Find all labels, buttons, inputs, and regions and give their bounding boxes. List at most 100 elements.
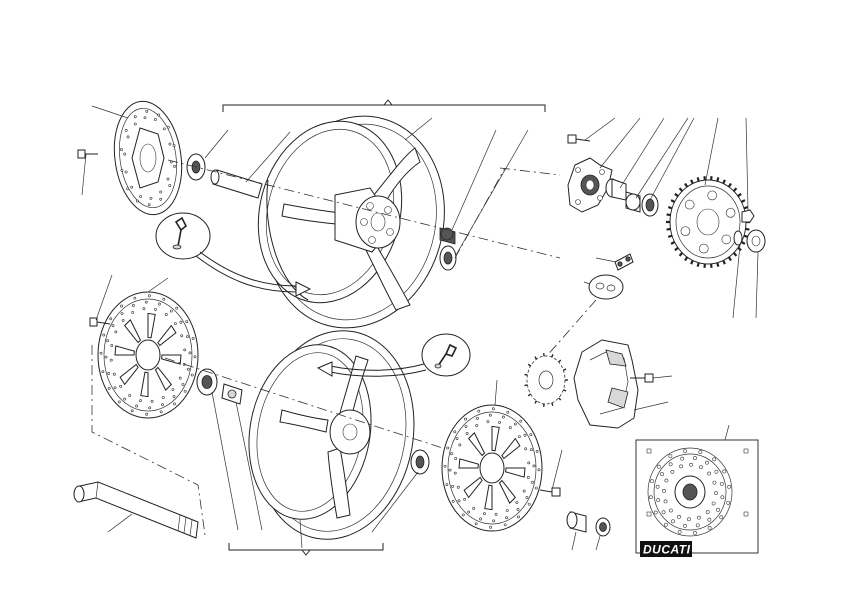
chain-link bbox=[614, 253, 634, 271]
disc-carrier-arm bbox=[157, 324, 177, 347]
sprocket-tooth bbox=[558, 397, 562, 401]
disc-carrier-arm bbox=[467, 432, 486, 457]
sprocket-tooth bbox=[696, 262, 700, 267]
drill-hole bbox=[527, 502, 531, 506]
disc-carrier-arm bbox=[501, 437, 521, 460]
drill-hole bbox=[145, 412, 149, 416]
leader-line bbox=[633, 401, 669, 411]
sprocket-inset-panel bbox=[635, 439, 759, 554]
drill-hole bbox=[532, 464, 536, 468]
drill-hole bbox=[677, 514, 681, 519]
drill-hole bbox=[147, 294, 151, 298]
drill-hole bbox=[505, 509, 509, 512]
drill-hole bbox=[451, 499, 455, 503]
leader-line bbox=[91, 105, 129, 119]
drill-hole bbox=[159, 197, 163, 201]
drill-hole bbox=[159, 410, 163, 414]
drill-hole bbox=[714, 469, 719, 474]
drill-hole bbox=[489, 525, 493, 529]
drill-hole bbox=[722, 469, 727, 474]
rear-bearing-inner bbox=[439, 227, 456, 245]
leader-line bbox=[404, 117, 433, 141]
sprocket-tooth bbox=[563, 368, 567, 371]
drill-hole bbox=[464, 425, 468, 428]
drill-hole bbox=[721, 234, 732, 245]
drill-hole bbox=[693, 456, 697, 460]
drill-hole bbox=[190, 373, 194, 377]
drill-hole bbox=[455, 437, 459, 441]
sprocket-tooth bbox=[563, 389, 567, 392]
drill-hole bbox=[656, 498, 661, 503]
drill-hole bbox=[516, 508, 520, 511]
leader-line bbox=[147, 277, 169, 293]
drill-hole bbox=[107, 386, 111, 390]
drill-hole bbox=[680, 226, 691, 236]
leader-line bbox=[732, 244, 741, 319]
drill-hole bbox=[173, 322, 177, 326]
drill-hole bbox=[525, 495, 529, 499]
drill-hole bbox=[501, 415, 505, 419]
drill-hole bbox=[193, 355, 197, 359]
drill-hole bbox=[508, 426, 512, 429]
drill-hole bbox=[185, 320, 189, 324]
drill-hole bbox=[161, 396, 165, 399]
drill-hole bbox=[451, 484, 455, 488]
drill-hole bbox=[670, 470, 675, 474]
drill-hole bbox=[506, 410, 510, 414]
drill-hole bbox=[680, 456, 685, 461]
front-axle bbox=[73, 481, 199, 539]
drill-hole bbox=[517, 515, 520, 519]
assembly-axis bbox=[544, 299, 597, 359]
rear-brake-disc bbox=[113, 100, 183, 216]
leader-line bbox=[235, 401, 263, 531]
drill-hole bbox=[145, 109, 149, 113]
drill-hole bbox=[446, 446, 450, 450]
drill-hole bbox=[104, 355, 108, 359]
leader-line bbox=[451, 129, 497, 231]
drill-hole bbox=[699, 465, 703, 470]
leader-line bbox=[745, 117, 749, 211]
drill-hole bbox=[168, 142, 172, 146]
drill-hole bbox=[144, 300, 148, 304]
drill-hole bbox=[656, 464, 661, 469]
drill-hole bbox=[719, 481, 724, 486]
drill-hole bbox=[114, 330, 118, 334]
drill-hole bbox=[671, 519, 675, 524]
drill-hole bbox=[130, 409, 134, 413]
drill-hole bbox=[494, 512, 498, 516]
drill-hole bbox=[693, 531, 697, 535]
drill-hole bbox=[716, 507, 720, 512]
sprocket-tooth bbox=[743, 234, 749, 238]
assembly-axis bbox=[454, 167, 506, 259]
drill-hole bbox=[111, 324, 115, 328]
drill-hole bbox=[660, 472, 664, 477]
sprocket-tooth bbox=[527, 393, 532, 397]
carrier-bearing bbox=[605, 178, 627, 201]
drill-hole bbox=[126, 135, 130, 139]
drill-hole bbox=[720, 495, 725, 500]
drill-hole bbox=[479, 517, 483, 521]
sprocket-tooth bbox=[670, 241, 676, 245]
disc-carrier-arm bbox=[147, 312, 156, 339]
drill-hole bbox=[453, 471, 457, 475]
rear-sprocket bbox=[666, 176, 750, 268]
drill-hole bbox=[526, 476, 530, 479]
drill-hole bbox=[534, 486, 538, 490]
drill-hole bbox=[517, 435, 521, 439]
drill-hole bbox=[727, 484, 732, 489]
leader-line bbox=[571, 531, 577, 551]
drill-hole bbox=[474, 522, 478, 526]
drill-hole bbox=[142, 307, 146, 311]
drill-hole bbox=[124, 170, 128, 174]
sprocket-tooth bbox=[745, 227, 750, 231]
assembly-axis bbox=[167, 159, 561, 259]
sprocket-cover bbox=[573, 339, 639, 429]
disc-carrier-arm bbox=[161, 354, 182, 365]
drill-hole bbox=[139, 399, 142, 403]
disc-carrier-arm bbox=[123, 319, 142, 344]
rear-axle-sleeve bbox=[210, 169, 263, 199]
disc-carrier-arm bbox=[114, 345, 135, 356]
drill-hole bbox=[488, 413, 492, 417]
ducati-logo-text: DUCATI bbox=[643, 543, 691, 557]
drill-hole bbox=[128, 394, 132, 397]
